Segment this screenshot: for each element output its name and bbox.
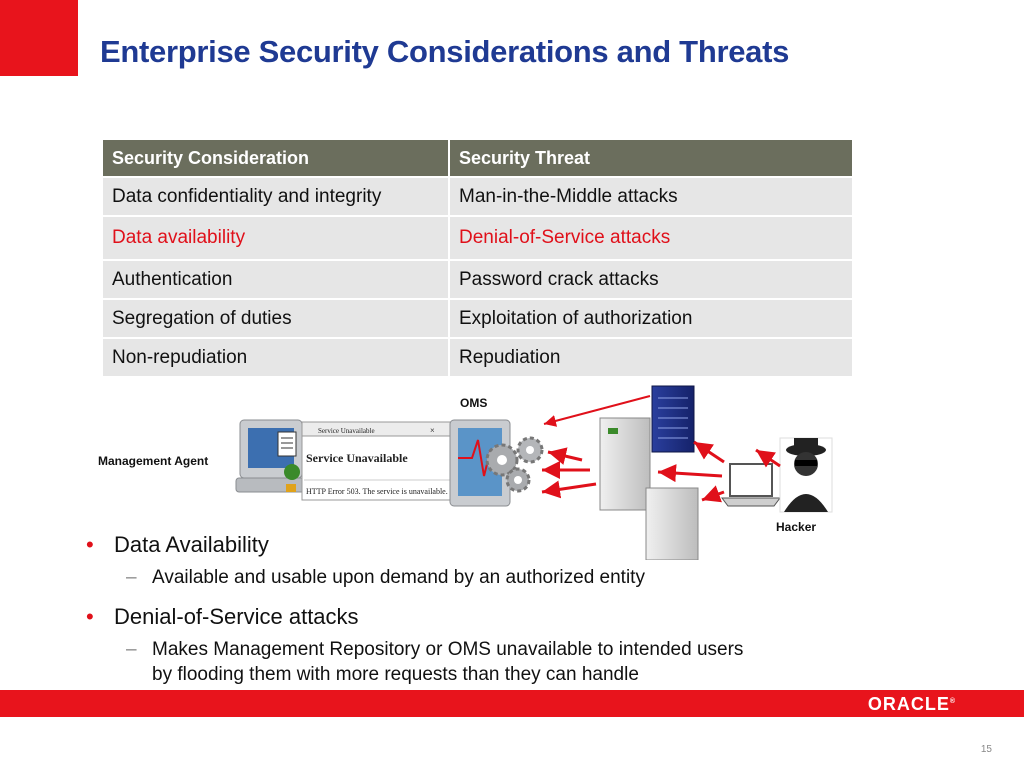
table-header-row: Security Consideration Security Threat <box>103 140 852 176</box>
threat-cell: Denial-of-Service attacks <box>450 217 852 259</box>
agent-computer-icon <box>235 419 311 493</box>
table-row-highlighted: Data availability Denial-of-Service atta… <box>103 217 852 259</box>
dash-icon: – <box>126 639 137 660</box>
consideration-cell: Data availability <box>103 217 448 259</box>
attack-arrow <box>701 485 725 503</box>
attack-arrow <box>755 448 781 468</box>
consideration-cell: Segregation of duties <box>103 300 448 337</box>
bullet-text: Data Availability <box>114 532 269 557</box>
bullet-item: • Denial-of-Service attacks <box>86 602 886 637</box>
table-row: Data confidentiality and integrity Man-i… <box>103 178 852 215</box>
footer-bar <box>0 690 1024 717</box>
threat-cell: Password crack attacks <box>450 261 852 298</box>
dialog-message-text: HTTP Error 503. The service is unavailab… <box>306 487 448 496</box>
dialog-heading-text: Service Unavailable <box>306 451 408 465</box>
consideration-cell: Data confidentiality and integrity <box>103 178 448 215</box>
attack-arrow <box>693 440 725 464</box>
bullet-dot-icon: • <box>86 532 94 557</box>
header-security-threat: Security Threat <box>450 140 852 176</box>
table-row: Non-repudiation Repudiation <box>103 339 852 376</box>
gears-icon <box>485 436 544 493</box>
consideration-cell: Non-repudiation <box>103 339 448 376</box>
consideration-cell: Authentication <box>103 261 448 298</box>
attack-arrow <box>541 480 597 499</box>
sub-bullet-item: –Makes Management Repository or OMS unav… <box>86 637 886 687</box>
service-unavailable-dialog: Service Unavailable × Service Unavailabl… <box>301 421 461 501</box>
attack-arrow <box>657 464 723 483</box>
page-number: 15 <box>980 744 992 755</box>
oms-monitor-icon <box>449 419 511 507</box>
attack-arrow <box>543 395 651 427</box>
diagram-graphics: Service Unavailable × Service Unavailabl… <box>235 385 833 560</box>
laptop-icon <box>721 463 781 507</box>
sub-bullet-item: –Available and usable upon demand by an … <box>86 565 886 590</box>
sub-bullet-text-line2: by flooding them with more requests than… <box>152 664 639 685</box>
slide-title: Enterprise Security Considerations and T… <box>100 34 790 69</box>
registered-mark: ® <box>949 698 956 705</box>
dialog-tab-text: Service Unavailable <box>318 427 375 435</box>
sub-bullet-text: Available and usable upon demand by an a… <box>152 567 645 588</box>
bullet-item: • Data Availability <box>86 530 886 565</box>
security-threats-table: Security Consideration Security Threat D… <box>101 138 854 378</box>
threat-cell: Exploitation of authorization <box>450 300 852 337</box>
hacker-icon <box>779 437 833 513</box>
header-security-consideration: Security Consideration <box>103 140 448 176</box>
corner-accent-block <box>0 0 78 76</box>
tower-server-icon <box>599 417 651 511</box>
hacker-label: Hacker <box>776 520 817 534</box>
tower-server-icon <box>645 487 699 560</box>
bullet-text: Denial-of-Service attacks <box>114 604 359 629</box>
threat-cell: Man-in-the-Middle attacks <box>450 178 852 215</box>
oracle-logo: ORACLE® <box>868 694 956 715</box>
bullet-dot-icon: • <box>86 604 94 629</box>
attack-arrow <box>547 447 583 465</box>
sub-bullet-text-line1: Makes Management Repository or OMS unava… <box>152 639 744 660</box>
dash-icon: – <box>126 567 137 588</box>
bullet-list: •Data Availability –Available and usable… <box>86 530 886 687</box>
table-row: Authentication Password crack attacks <box>103 261 852 298</box>
svg-text:×: × <box>430 426 435 435</box>
threat-cell: Repudiation <box>450 339 852 376</box>
oms-label: OMS <box>460 396 488 410</box>
oracle-logo-text: ORACLE <box>867 694 950 714</box>
management-agent-label: Management Agent <box>98 454 209 468</box>
blue-server-icon <box>651 385 695 453</box>
table-row: Segregation of duties Exploitation of au… <box>103 300 852 337</box>
dos-attack-diagram: Management Agent OMS Hacker <box>90 380 850 560</box>
